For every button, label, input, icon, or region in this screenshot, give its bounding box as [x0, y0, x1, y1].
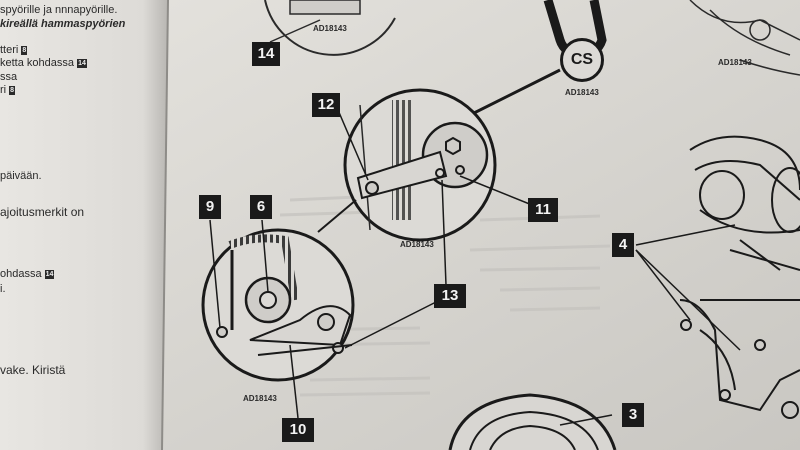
left-text-line-7: päivään.: [0, 170, 42, 182]
inline-badge-14: 14: [77, 58, 87, 68]
bottom-pulley: [448, 393, 617, 450]
left-text-6-label: ri: [0, 84, 7, 96]
callout-6: 6: [250, 195, 272, 219]
ref-code-top: AD18143: [313, 24, 347, 33]
page-fold: [161, 0, 169, 450]
callout-10: 10: [282, 418, 314, 442]
left-text-9-label: ohdassa: [0, 268, 42, 280]
callout-14: 14: [252, 42, 280, 66]
upper-detail-circle: [343, 88, 497, 242]
left-text-4-label: ketta kohdassa: [0, 57, 74, 69]
top-right-engine-drawing: [689, 0, 800, 76]
lower-detail-circle: [201, 228, 355, 382]
left-text-line-8: ajoitusmerkit on: [0, 205, 85, 219]
callout-11: 11: [528, 198, 558, 222]
left-text-line-11: vake. Kiristä: [0, 363, 66, 377]
inline-badge-8: 8: [21, 45, 28, 55]
left-text-line-9: ohdassa 14: [0, 268, 55, 280]
inline-badge-14b: 14: [44, 269, 55, 279]
left-text-line-5: ssa: [0, 71, 18, 83]
left-text-line-3: tteri 8: [0, 44, 28, 56]
callout-12: 12: [312, 93, 340, 117]
callout-3: 3: [622, 403, 644, 427]
inline-badge-8b: 8: [9, 85, 16, 95]
callout-4: 4: [612, 233, 634, 257]
callout-13: 13: [434, 284, 466, 308]
ref-code-cs: AD18143: [565, 88, 599, 97]
top-detail-circle: [264, 0, 396, 56]
callout-9: 9: [199, 195, 221, 219]
leader-lines: [209, 109, 741, 426]
ref-code-upper-circle: AD18143: [400, 240, 434, 249]
left-text-line-6: ri 8: [0, 84, 16, 96]
ref-code-top-right: AD18143: [718, 58, 752, 67]
left-text-3-label: tteri: [0, 44, 19, 56]
left-page: [0, 0, 168, 450]
left-text-line-10: i.: [0, 283, 6, 295]
left-text-line-4: ketta kohdassa 14: [0, 57, 87, 69]
left-text-line-2: kireällä hammaspyörien: [0, 18, 126, 30]
cs-circle-label: CS: [560, 38, 604, 82]
ref-code-lower-circle: AD18143: [243, 394, 277, 403]
left-text-line-1: spyörille ja nnnapyörille.: [0, 4, 118, 16]
engine-cover-drawing: [679, 135, 800, 419]
